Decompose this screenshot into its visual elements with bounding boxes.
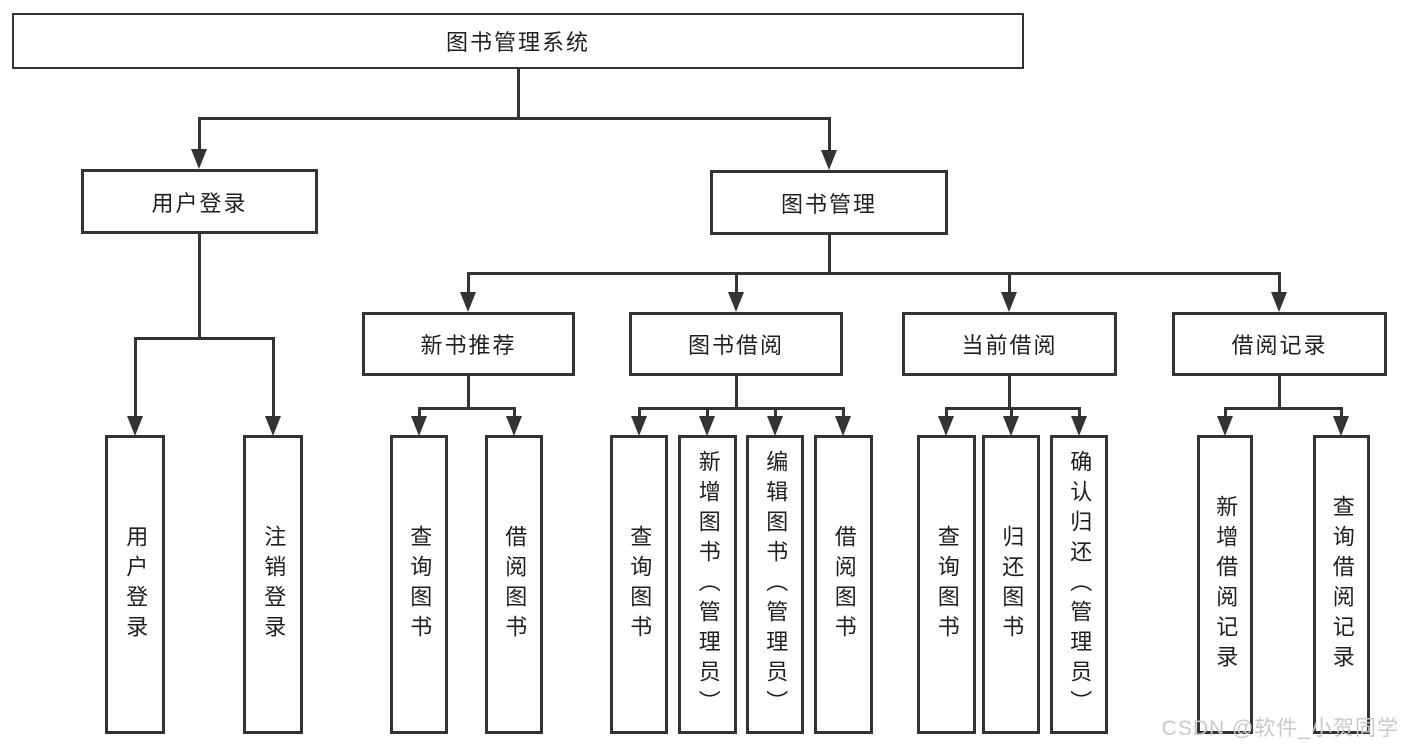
arrowhead-down <box>728 292 744 312</box>
leaf-borrowing-edit-books-admin: 编辑图书（管理员） <box>746 435 804 734</box>
arrowhead-down <box>938 416 954 436</box>
leaf-current-confirm-return-admin-label: 确认归还（管理员） <box>1067 449 1093 720</box>
arrowhead-down <box>191 149 207 169</box>
leaf-borrowing-query-books: 查询图书 <box>610 435 668 734</box>
node-current-borrowing-label: 当前借阅 <box>961 333 1058 358</box>
arrowhead-down <box>127 416 143 436</box>
leaf-current-confirm-return-admin: 确认归还（管理员） <box>1050 435 1108 734</box>
arrowhead-down <box>699 416 715 436</box>
connector-line <box>198 117 201 150</box>
connector-line <box>198 234 201 340</box>
leaf-borrowing-borrow-books: 借阅图书 <box>814 435 873 734</box>
connector-line <box>1010 407 1013 416</box>
arrowhead-down <box>1333 416 1349 436</box>
connector-line <box>467 272 470 293</box>
connector-line <box>945 407 1081 410</box>
arrowhead-down <box>265 416 281 436</box>
connector-line <box>1340 407 1343 416</box>
arrowhead-down <box>1217 416 1233 436</box>
leaf-newbook-borrow-books: 借阅图书 <box>485 435 543 734</box>
connector-line <box>1224 407 1227 416</box>
connector-line <box>1078 407 1081 416</box>
connector-line <box>418 407 516 410</box>
connector-line <box>638 407 845 410</box>
node-new-book-recommend-label: 新书推荐 <box>420 333 517 358</box>
leaf-logout: 注销登录 <box>243 435 303 734</box>
node-book-management: 图书管理 <box>710 170 948 235</box>
connector-line <box>198 117 831 120</box>
connector-line <box>828 117 831 150</box>
node-user-login: 用户登录 <box>81 169 318 234</box>
arrowhead-down <box>1001 292 1017 312</box>
connector-line <box>735 376 738 410</box>
leaf-current-query-books: 查询图书 <box>917 435 976 734</box>
connector-line <box>272 337 275 416</box>
connector-line <box>134 337 137 416</box>
leaf-records-add-record: 新增借阅记录 <box>1197 435 1253 734</box>
leaf-borrowing-query-books-label: 查询图书 <box>627 524 653 645</box>
connector-line <box>774 407 777 416</box>
leaf-user-login: 用户登录 <box>105 435 165 734</box>
node-borrowing-records: 借阅记录 <box>1172 312 1387 376</box>
node-root-system: 图书管理系统 <box>12 13 1024 69</box>
node-user-login-label: 用户登录 <box>151 190 248 216</box>
arrowhead-down <box>460 292 476 312</box>
arrowhead-down <box>1003 416 1019 436</box>
connector-line <box>1008 376 1011 410</box>
node-book-management-label: 图书管理 <box>780 191 877 217</box>
arrowhead-down <box>821 150 837 170</box>
node-current-borrowing: 当前借阅 <box>902 312 1117 376</box>
arrowhead-down <box>631 416 647 436</box>
leaf-borrowing-add-books-admin: 新增图书（管理员） <box>678 435 737 734</box>
connector-line <box>513 407 516 416</box>
connector-line <box>134 337 275 340</box>
connector-line <box>1278 272 1281 293</box>
connector-line <box>945 407 948 416</box>
node-borrowing-records-label: 借阅记录 <box>1231 333 1328 358</box>
leaf-logout-label: 注销登录 <box>261 524 287 645</box>
connector-line <box>638 407 641 416</box>
arrowhead-down <box>767 416 783 436</box>
node-book-borrowing-label: 图书借阅 <box>687 333 784 358</box>
leaf-borrowing-add-books-admin-label: 新增图书（管理员） <box>695 449 721 720</box>
connector-line <box>1224 407 1343 410</box>
connector-line <box>517 69 520 120</box>
arrowhead-down <box>835 416 851 436</box>
node-new-book-recommend: 新书推荐 <box>362 312 575 376</box>
leaf-records-query-record-label: 查询借阅记录 <box>1329 494 1355 675</box>
leaf-borrowing-borrow-books-label: 借阅图书 <box>831 524 857 645</box>
arrowhead-down <box>506 416 522 436</box>
leaf-records-add-record-label: 新增借阅记录 <box>1213 494 1239 675</box>
connector-line <box>1008 272 1011 293</box>
leaf-current-return-books: 归还图书 <box>982 435 1040 734</box>
node-book-borrowing: 图书借阅 <box>629 312 843 376</box>
leaf-user-login-label: 用户登录 <box>123 524 149 645</box>
watermark: CSDN @软件_小贺同学 <box>1161 717 1399 740</box>
connector-line <box>842 407 845 416</box>
connector-line <box>706 407 709 416</box>
leaf-newbook-borrow-books-label: 借阅图书 <box>502 524 528 645</box>
connector-line <box>467 272 1281 275</box>
connector-line <box>735 272 738 293</box>
leaf-records-query-record: 查询借阅记录 <box>1313 435 1370 734</box>
leaf-newbook-query-books: 查询图书 <box>390 435 448 734</box>
connector-line <box>467 376 470 410</box>
leaf-borrowing-edit-books-admin-label: 编辑图书（管理员） <box>763 449 789 720</box>
leaf-current-return-books-label: 归还图书 <box>999 524 1025 645</box>
node-root-label: 图书管理系统 <box>445 30 590 55</box>
connector-line <box>1278 376 1281 410</box>
leaf-current-query-books-label: 查询图书 <box>934 524 960 645</box>
arrowhead-down <box>1071 416 1087 436</box>
arrowhead-down <box>1271 292 1287 312</box>
connector-line <box>418 407 421 416</box>
connector-line <box>828 235 831 275</box>
leaf-newbook-query-books-label: 查询图书 <box>407 524 433 645</box>
arrowhead-down <box>411 416 427 436</box>
